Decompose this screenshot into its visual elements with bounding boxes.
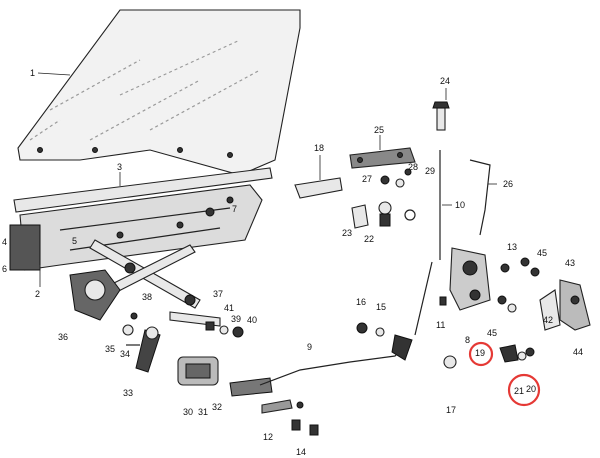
callout-18: 18 — [314, 143, 324, 153]
callout-1: 1 — [30, 68, 35, 78]
callout-40: 40 — [247, 315, 257, 325]
callout-32: 32 — [212, 402, 222, 412]
callout-6: 6 — [2, 264, 7, 274]
callout-4: 4 — [2, 237, 7, 247]
striker-plate — [539, 279, 591, 331]
callout-23: 23 — [342, 228, 352, 238]
highlight-circle-20-21 — [507, 373, 541, 407]
callout-42: 42 — [543, 315, 553, 325]
outside-handle-body — [349, 147, 416, 169]
callout-2: 2 — [35, 289, 40, 299]
callout-11: 11 — [436, 320, 445, 330]
lock-button — [432, 101, 450, 131]
handle-nuts — [380, 168, 412, 188]
door-glass — [17, 9, 301, 176]
lock-rods — [414, 150, 491, 336]
callout-26: 26 — [503, 179, 513, 189]
callout-9: 9 — [307, 342, 312, 352]
callout-36: 36 — [58, 332, 68, 342]
callout-38: 38 — [142, 292, 152, 302]
callout-35: 35 — [105, 344, 115, 354]
lock-cylinder-parts — [351, 201, 416, 229]
callout-12: 12 — [263, 432, 273, 442]
lock-pawl — [499, 344, 535, 363]
callout-21: 21 — [514, 386, 524, 396]
callout-24: 24 — [440, 76, 450, 86]
callout-19: 19 — [475, 348, 485, 358]
remote-control-rod — [259, 334, 413, 386]
callout-44: 44 — [573, 347, 583, 357]
leader-lines — [37, 72, 497, 287]
callout-22: 22 — [364, 234, 374, 244]
callout-13: 13 — [507, 242, 517, 252]
callout-34: 34 — [120, 349, 130, 359]
outside-handle — [261, 399, 304, 414]
highlight-circle-19 — [468, 341, 494, 367]
callout-29: 29 — [425, 166, 435, 176]
callout-45b: 45 — [487, 328, 497, 338]
handle-screws — [291, 419, 319, 436]
handle-bracket — [294, 177, 343, 199]
callout-33: 33 — [123, 388, 133, 398]
window-crank-handle — [135, 326, 161, 373]
callout-14: 14 — [296, 447, 306, 457]
callout-45: 45 — [537, 248, 547, 258]
callout-7: 7 — [232, 204, 237, 214]
callout-28: 28 — [408, 162, 418, 172]
callout-30: 30 — [183, 407, 193, 417]
callout-25: 25 — [374, 125, 384, 135]
callout-39: 39 — [231, 314, 241, 324]
callout-20: 20 — [526, 384, 536, 394]
callout-17: 17 — [446, 405, 456, 415]
callout-37: 37 — [213, 289, 223, 299]
callout-labels: 1 2 3 4 5 6 7 8 9 10 11 12 13 14 15 16 1… — [2, 68, 583, 457]
door-lock-assembly — [449, 247, 491, 311]
callout-31: 31 — [198, 407, 208, 417]
regulator-plate — [9, 184, 263, 271]
callout-43: 43 — [565, 258, 575, 268]
callout-15: 15 — [376, 302, 386, 312]
callout-16: 16 — [356, 297, 366, 307]
lock-screws — [497, 257, 540, 313]
callout-10: 10 — [455, 200, 465, 210]
highlight-marks — [468, 341, 541, 407]
callout-5: 5 — [72, 236, 77, 246]
inside-door-handle — [177, 356, 273, 397]
rod-link-assembly — [169, 311, 244, 338]
clips-and-nuts — [356, 296, 457, 369]
glass-channel — [13, 167, 273, 213]
regulator-fasteners — [122, 312, 140, 346]
window-regulator — [69, 239, 201, 321]
callout-41: 41 — [224, 303, 234, 313]
callout-3: 3 — [117, 162, 122, 172]
callout-8: 8 — [465, 335, 470, 345]
callout-27: 27 — [362, 174, 372, 184]
